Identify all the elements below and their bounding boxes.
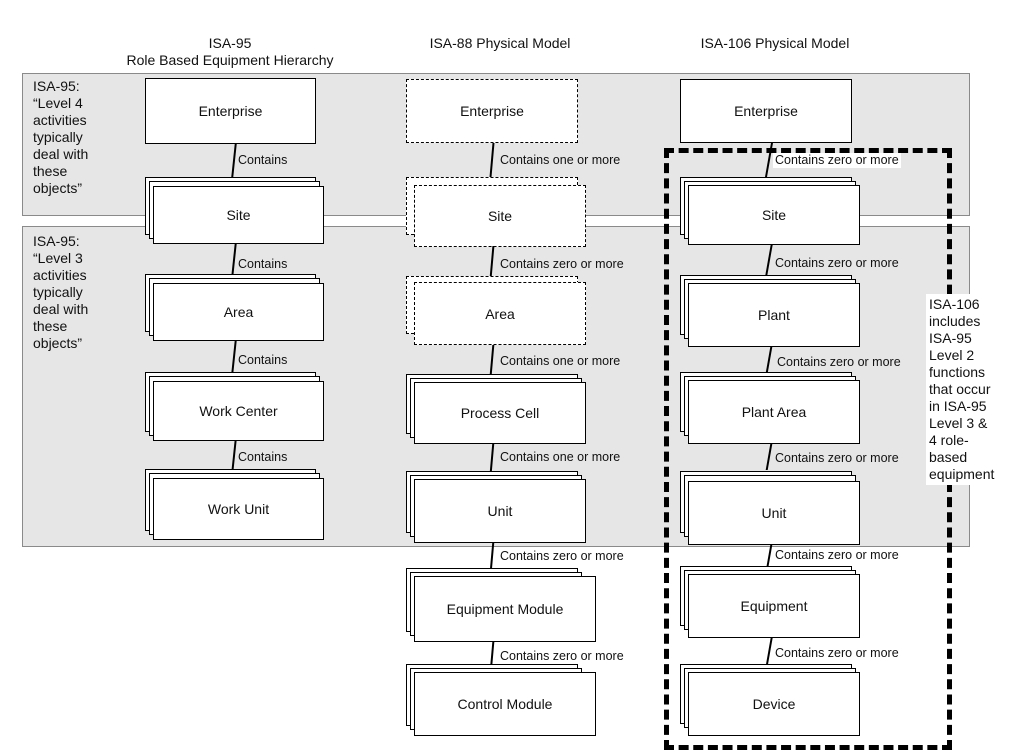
isa106-relation-label: Contains zero or more [773, 646, 901, 661]
isa88-box-process-cell: Process Cell [414, 382, 586, 444]
isa95-box-work-unit: Work Unit [153, 478, 324, 540]
isa106-scope-region [664, 148, 952, 750]
isa88-box-unit: Unit [414, 479, 586, 543]
isa106-column-header: ISA-106 Physical Model [700, 35, 850, 51]
isa106-box-equipment: Equipment [688, 574, 860, 638]
isa88-relation-label: Contains zero or more [498, 649, 626, 664]
isa95-column-header: ISA-95 Role Based Equipment Hierarchy [126, 35, 334, 68]
level-4-band-label: ISA-95: “Level 4 activities typically de… [33, 78, 89, 196]
isa95-box-area: Area [153, 283, 324, 341]
isa106-relation-label: Contains zero or more [777, 355, 901, 369]
isa106-box-site: Site [688, 185, 860, 245]
isa88-box-area: Area [414, 282, 586, 345]
isa88-connector [489, 543, 495, 571]
isa106-relation-label: Contains zero or more [775, 451, 899, 465]
isa88-relation-label: Contains one or more [500, 450, 621, 464]
isa88-box-enterprise: Enterprise [406, 79, 578, 143]
isa106-relation-label: Contains zero or more [773, 548, 901, 563]
isa88-box-site: Site [414, 185, 586, 247]
isa88-column-header: ISA-88 Physical Model [429, 35, 571, 51]
isa106-relation-label: Contains zero or more [775, 256, 899, 270]
isa106-relation-label: Contains zero or more [773, 153, 901, 168]
isa95-box-site: Site [153, 186, 324, 244]
isa106-box-device: Device [688, 672, 860, 736]
isa88-relation-label: Contains zero or more [500, 257, 624, 271]
level-3-band-label: ISA-95: “Level 3 activities typically de… [33, 233, 89, 351]
isa106-box-plant-area: Plant Area [688, 380, 860, 444]
isa88-relation-label: Contains one or more [500, 153, 621, 167]
isa88-box-control-module: Control Module [414, 672, 596, 736]
isa95-relation-label: Contains [238, 450, 288, 464]
isa88-relation-label: Contains one or more [500, 354, 621, 368]
isa106-box-plant: Plant [688, 283, 860, 347]
isa95-relation-label: Contains [238, 153, 288, 167]
isa95-box-enterprise: Enterprise [145, 78, 316, 144]
isa106-scope-note: ISA-106 includes ISA-95 Level 2 function… [926, 294, 1016, 485]
isa106-box-enterprise: Enterprise [680, 79, 852, 143]
isa95-relation-label: Contains [238, 353, 288, 367]
isa106-box-unit: Unit [688, 481, 860, 545]
isa88-relation-label: Contains zero or more [498, 549, 626, 564]
isa95-box-work-center: Work Center [153, 381, 324, 441]
isa88-box-equipment-module: Equipment Module [414, 576, 596, 642]
isa95-relation-label: Contains [238, 257, 288, 271]
